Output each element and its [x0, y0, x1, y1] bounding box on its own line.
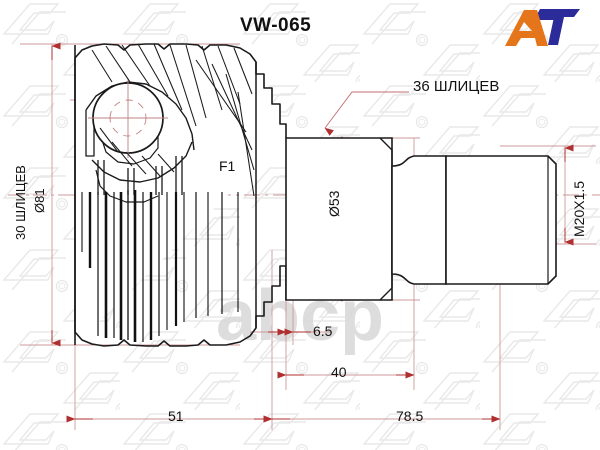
dimension-arrows	[51, 42, 574, 423]
dimension-step: 6.5	[313, 323, 333, 339]
shaft-neck	[391, 155, 447, 285]
label-feature-f1: F1	[219, 158, 236, 174]
part-number-title: VW-065	[240, 15, 312, 36]
label-splines-inner: 30 ШЛИЦЕВ	[13, 165, 28, 240]
dimension-shaft-length: 40	[331, 364, 347, 380]
label-diameter-shaft: Ø53	[326, 190, 342, 217]
label-thread-spec: M20X1.5	[571, 180, 587, 237]
dimension-joint-length: 51	[168, 408, 184, 424]
label-splines-outer: 36 ШЛИЦЕВ	[413, 78, 500, 95]
at-logo-icon	[505, 9, 580, 46]
spline-serrations	[81, 190, 239, 342]
label-diameter-outer: Ø81	[32, 188, 47, 213]
shaft-mid-section	[285, 137, 393, 301]
section-hatching	[91, 43, 255, 197]
dimension-total-length: 78.5	[396, 408, 424, 424]
threaded-shaft-end	[445, 155, 557, 285]
